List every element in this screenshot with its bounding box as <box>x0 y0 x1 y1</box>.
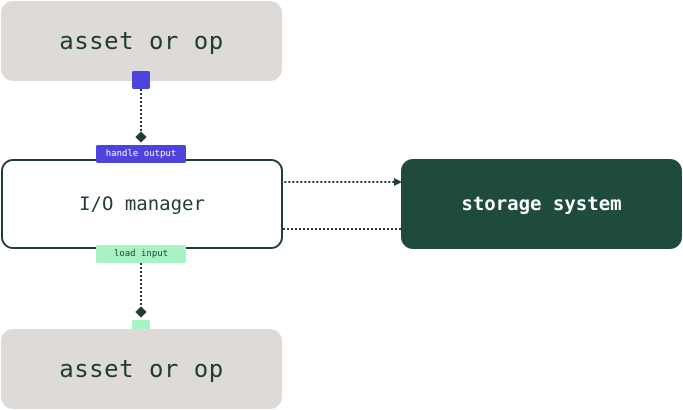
output-port[interactable] <box>132 71 150 89</box>
input-diamond <box>135 306 147 318</box>
handle-output-tag: handle output <box>96 145 186 163</box>
load-input-tag: load input <box>96 245 186 263</box>
storage-system[interactable]: storage system <box>401 159 682 249</box>
io-manager[interactable]: I/O manager <box>1 159 283 249</box>
asset-or-op-top[interactable]: asset or op <box>1 1 282 81</box>
output-diamond <box>135 131 147 143</box>
asset-or-op-bottom[interactable]: asset or op <box>1 329 282 409</box>
